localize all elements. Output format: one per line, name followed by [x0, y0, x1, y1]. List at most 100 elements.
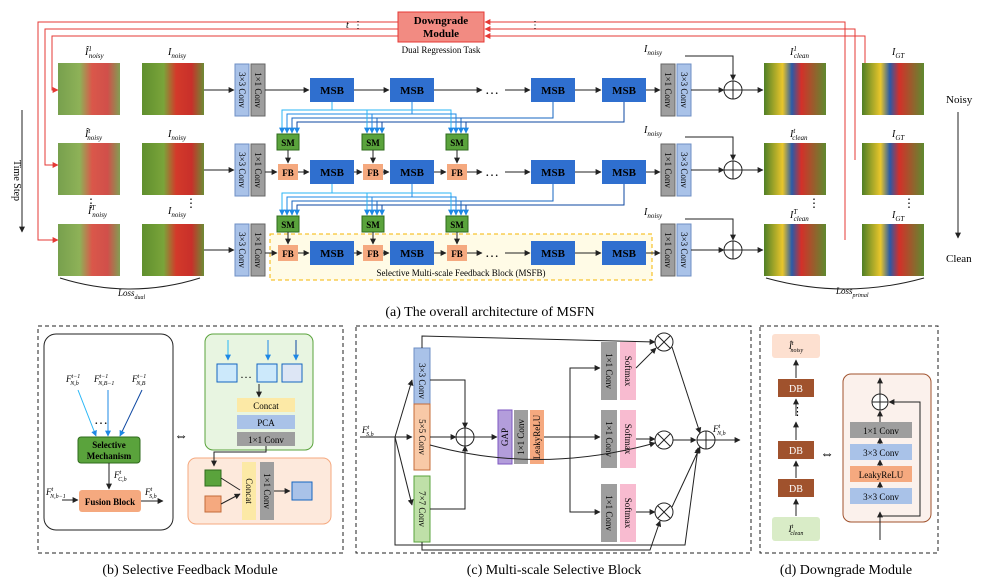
svg-text:SM: SM — [450, 138, 464, 148]
feedback-lines-2 — [279, 184, 625, 216]
row1-conv1: 1×1 Conv — [253, 72, 263, 108]
svg-text:1×1 Conv: 1×1 Conv — [663, 72, 673, 108]
svg-text:MSB: MSB — [400, 167, 425, 179]
svg-text:MSB: MSB — [400, 85, 425, 97]
row1-noisy-image — [142, 63, 204, 115]
svg-text:3×3 Conv: 3×3 Conv — [237, 152, 247, 188]
db-box-2 — [778, 441, 814, 459]
svg-text:MSB: MSB — [320, 248, 345, 260]
svg-text:Selective: Selective — [92, 440, 125, 450]
noisy-label: Noisy — [946, 94, 973, 106]
svg-text:⋮: ⋮ — [792, 406, 803, 418]
db-box-3 — [778, 479, 814, 497]
svg-text:1×1 Conv: 1×1 Conv — [604, 353, 614, 389]
svg-text:FB: FB — [282, 249, 294, 259]
caption-d: (d) Downgrade Module — [780, 563, 912, 578]
svg-text:Softmax: Softmax — [623, 356, 633, 387]
svg-text:FtS,b: FtS,b — [361, 425, 374, 438]
svg-text:IGT: IGT — [891, 47, 905, 60]
svg-text:…: … — [94, 413, 108, 428]
svg-text:1×1 Conv: 1×1 Conv — [248, 435, 284, 445]
svg-text:FtN,b: FtN,b — [712, 424, 726, 437]
svg-text:FB: FB — [367, 249, 379, 259]
row1-hat-noisy-image — [58, 63, 120, 115]
right-vdots: ⋮ — [530, 20, 540, 31]
svg-text:MSB: MSB — [612, 85, 637, 97]
svg-text:Inoisy: Inoisy — [643, 44, 663, 57]
dual-regression-label: Dual Regression Task — [402, 45, 481, 55]
svg-text:5×5 Conv: 5×5 Conv — [417, 419, 427, 455]
downgrade-title-1: Downgrade — [414, 15, 469, 27]
t-vdots: ⋮ — [353, 20, 363, 31]
svg-text:SM: SM — [281, 138, 295, 148]
loss-primal-label: Lossprimal — [835, 286, 869, 299]
svg-text:3×3 Conv: 3×3 Conv — [863, 448, 899, 458]
row1-in-label: Inoisy — [167, 47, 187, 60]
svg-text:1×1 Conv: 1×1 Conv — [516, 419, 526, 455]
caption-b: (b) Selective Feedback Module — [102, 563, 277, 578]
svg-text:1×1 Conv: 1×1 Conv — [604, 495, 614, 531]
row2-noisy-image — [142, 143, 204, 195]
svg-text:DB: DB — [789, 384, 803, 395]
row1-msb-2 — [390, 78, 434, 102]
row1-msb-1 — [310, 78, 354, 102]
svg-text:1×1 Conv: 1×1 Conv — [253, 232, 263, 268]
svg-text:MSB: MSB — [612, 248, 637, 260]
row1-msb-4 — [602, 78, 646, 102]
svg-text:SM: SM — [366, 220, 380, 230]
svg-text:7×7 Conv: 7×7 Conv — [417, 491, 427, 527]
feedback-lines-1 — [279, 102, 625, 134]
svg-text:3×3 Conv: 3×3 Conv — [237, 232, 247, 268]
exchange-icon-d: ⇔ — [820, 447, 834, 462]
row1-gt-image — [862, 63, 924, 115]
svg-text:GAP: GAP — [500, 428, 510, 446]
svg-text:Fusion Block: Fusion Block — [85, 497, 135, 507]
row-3: 3×3 Conv 1×1 Conv Selective Multi-scale … — [58, 207, 924, 281]
loss-dual-label: Lossdual — [117, 288, 146, 301]
svg-text:DB: DB — [789, 446, 803, 457]
svg-text:DB: DB — [789, 484, 803, 495]
svg-text:…: … — [485, 246, 499, 261]
svg-text:1×1 Conv: 1×1 Conv — [663, 232, 673, 268]
svg-text:MSB: MSB — [612, 167, 637, 179]
panel-a-overall-architecture: Downgrade Module Dual Regression Task t … — [11, 11, 973, 320]
svg-text:SM: SM — [366, 138, 380, 148]
svg-text:3×3 Conv: 3×3 Conv — [679, 152, 689, 188]
svg-text:1×1 Conv: 1×1 Conv — [604, 421, 614, 457]
t-label: t — [346, 20, 349, 31]
conv1-box-b — [237, 432, 295, 446]
svg-text:⋮: ⋮ — [903, 196, 915, 210]
svg-text:…: … — [485, 83, 499, 98]
row1-conv3: 3×3 Conv — [237, 72, 247, 108]
db-box-1 — [778, 379, 814, 397]
svg-text:Ft−1N,B−1: Ft−1N,B−1 — [93, 374, 114, 387]
svg-text:IGT: IGT — [891, 210, 905, 223]
svg-text:…: … — [240, 367, 252, 381]
caption-a: (a) The overall architecture of MSFN — [385, 305, 594, 320]
svg-text:MSB: MSB — [320, 167, 345, 179]
msfb-label: Selective Multi-scale Feedback Block (MS… — [377, 268, 546, 278]
softmax-branches: 1×1 Conv Softmax 1×1 Conv Softmax 1×1 Co… — [601, 342, 636, 542]
svg-text:1×1 Conv: 1×1 Conv — [262, 473, 272, 509]
svg-text:MSB: MSB — [320, 85, 345, 97]
svg-text:Inoisy: Inoisy — [643, 207, 663, 220]
caption-c: (c) Multi-scale Selective Block — [467, 563, 642, 578]
row1-clean-image — [764, 63, 826, 115]
svg-text:SM: SM — [450, 220, 464, 230]
svg-text:1×1 Conv: 1×1 Conv — [863, 426, 899, 436]
downgrade-module-box — [397, 11, 485, 43]
feature-cube-1 — [216, 363, 238, 383]
svg-text:Concat: Concat — [253, 401, 279, 411]
